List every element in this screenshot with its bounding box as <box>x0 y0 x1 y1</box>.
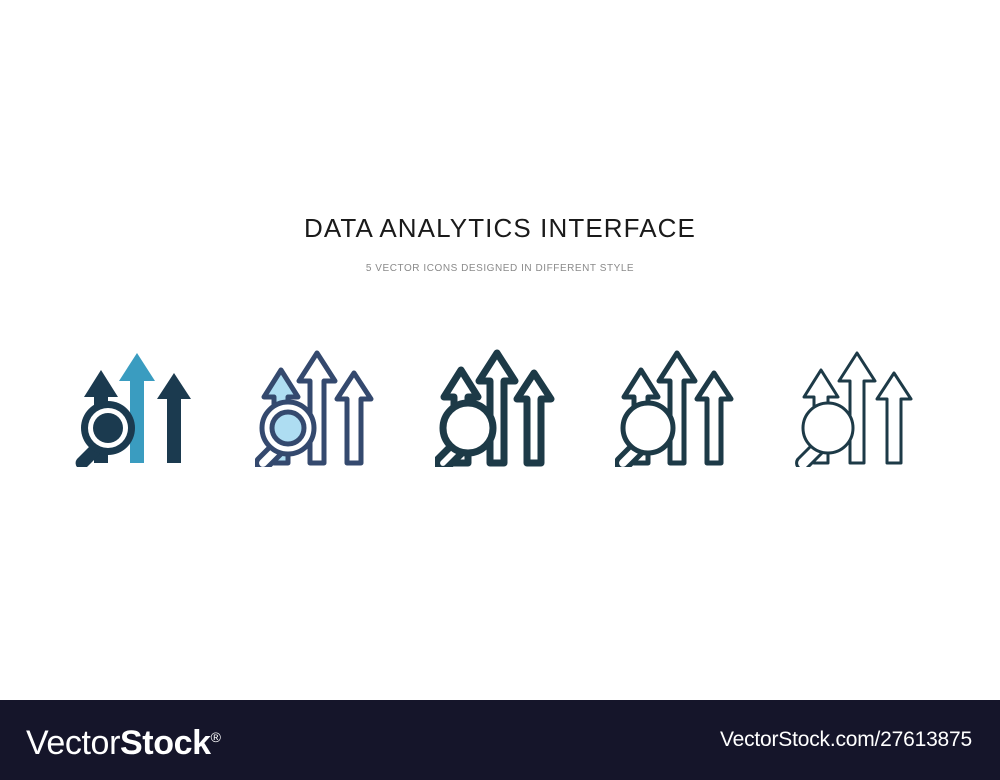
footer-url[interactable]: VectorStock.com/27613875 <box>719 728 972 751</box>
data-analytics-interface-icon-thin-outline[interactable] <box>795 345 925 467</box>
arrow-middle <box>475 349 519 467</box>
magnifying-glass <box>435 399 497 467</box>
arrow-right <box>334 370 374 466</box>
registered-trademark-icon: ® <box>210 728 221 745</box>
icon-cell-4[interactable] <box>590 340 770 472</box>
arrow-middle <box>119 353 155 463</box>
arrow-middle <box>837 351 877 465</box>
icon-cell-2[interactable] <box>230 340 410 472</box>
magnifying-glass <box>615 400 676 467</box>
icon-cell-1[interactable] <box>50 340 230 472</box>
artboard: DATA ANALYTICS INTERFACE 5 VECTOR ICONS … <box>0 212 1000 472</box>
magnifying-glass <box>75 401 135 467</box>
data-analytics-interface-icon-bold-outline[interactable] <box>435 345 565 467</box>
page-subtitle: 5 VECTOR ICONS DESIGNED IN DIFFERENT STY… <box>365 263 635 274</box>
arrow-middle <box>656 350 698 466</box>
arrow-right <box>875 371 913 465</box>
arrow-right <box>513 369 555 467</box>
logo-text-vector: Vector <box>26 724 120 763</box>
icon-cell-5[interactable] <box>770 340 950 472</box>
footer-bar: VectorStock® VectorStock.com/27613875 <box>0 700 1000 780</box>
data-analytics-interface-icon-two-tone-filled[interactable] <box>75 345 205 467</box>
magnifying-glass <box>255 399 317 467</box>
icon-cell-3[interactable] <box>410 340 590 472</box>
data-analytics-interface-icon-two-tone-outline[interactable] <box>255 345 385 467</box>
arrow-right <box>694 370 734 466</box>
data-analytics-interface-icon-regular-outline[interactable] <box>615 345 745 467</box>
icon-row <box>0 340 1000 472</box>
page-title: DATA ANALYTICS INTERFACE <box>304 213 696 243</box>
arrow-right <box>157 373 191 463</box>
vectorstock-logo[interactable]: VectorStock® <box>26 718 221 762</box>
logo-text-stock: Stock <box>120 724 211 763</box>
arrow-middle <box>296 350 338 466</box>
heading-block: DATA ANALYTICS INTERFACE 5 VECTOR ICONS … <box>0 212 1000 275</box>
magnifying-glass <box>795 401 855 467</box>
